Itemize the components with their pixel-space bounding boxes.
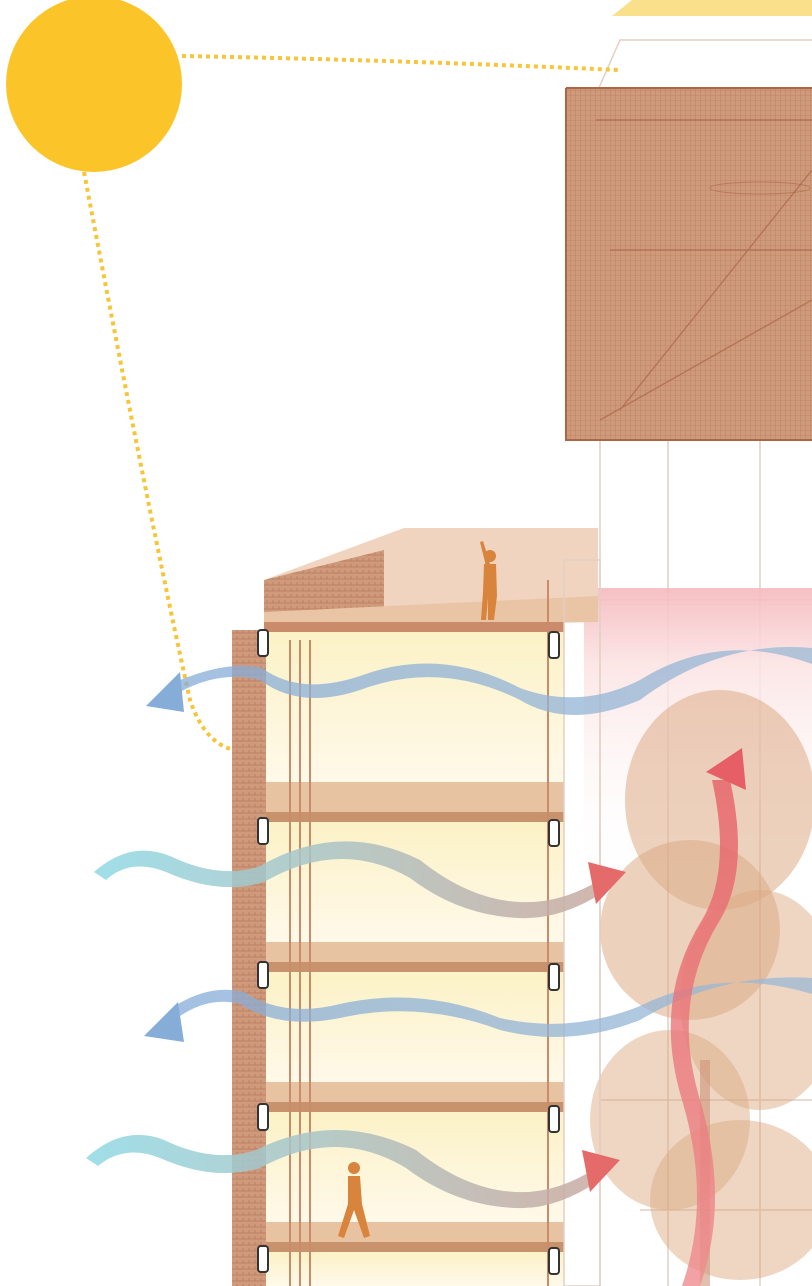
brick-column bbox=[232, 630, 266, 1286]
skylight-strip bbox=[612, 0, 812, 16]
sun-icon bbox=[6, 0, 182, 172]
sun-ray-horizontal bbox=[182, 56, 618, 70]
upper-brick-volume bbox=[566, 88, 812, 440]
